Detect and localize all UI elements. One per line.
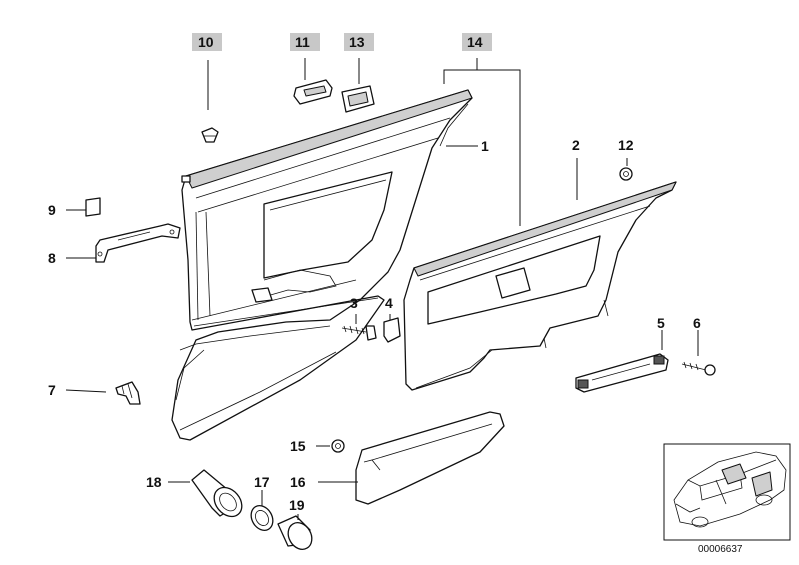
label-16: 16 — [290, 474, 306, 490]
label-14: 14 — [467, 34, 483, 50]
label-9: 9 — [48, 202, 56, 218]
label-11-highlight — [290, 33, 320, 51]
door-trim-panel[interactable] — [171, 89, 473, 441]
bracket-8[interactable] — [95, 223, 181, 263]
sleeve-18[interactable] — [191, 469, 247, 522]
label-2: 2 — [572, 137, 580, 153]
leader-lines — [65, 58, 699, 520]
vehicle-thumbnail — [663, 443, 791, 541]
cap-19[interactable] — [277, 515, 317, 554]
label-3: 3 — [350, 295, 358, 311]
label-14-highlight — [462, 33, 492, 51]
armrest-16[interactable] — [355, 411, 505, 505]
screw-3[interactable] — [341, 325, 377, 341]
rivet-7[interactable] — [115, 381, 141, 405]
label-17: 17 — [254, 474, 270, 490]
car-sketch-icon — [673, 451, 787, 528]
label-13-highlight — [344, 33, 374, 51]
cover-13[interactable] — [341, 85, 375, 113]
label-8: 8 — [48, 250, 56, 266]
label-12: 12 — [618, 137, 634, 153]
cap-9[interactable] — [85, 197, 101, 217]
label-1: 1 — [481, 138, 489, 154]
nut-15[interactable] — [331, 439, 345, 453]
label-18: 18 — [146, 474, 162, 490]
screw-6[interactable] — [681, 361, 716, 376]
nut-12[interactable] — [619, 167, 633, 181]
label-11: 11 — [295, 34, 310, 50]
label-7: 7 — [48, 382, 56, 398]
label-5: 5 — [657, 315, 665, 331]
ring-17[interactable] — [247, 502, 277, 535]
label-15: 15 — [290, 438, 306, 454]
label-4: 4 — [385, 295, 393, 311]
clip-10[interactable] — [201, 127, 219, 143]
label-13: 13 — [349, 34, 365, 50]
diagram-id: 00006637 — [698, 544, 743, 555]
label-10: 10 — [198, 34, 214, 50]
pull-handle-5[interactable] — [575, 353, 669, 393]
label-10-highlight — [192, 33, 222, 51]
cover-cap-4[interactable] — [383, 317, 401, 343]
label-6: 6 — [693, 315, 701, 331]
label-19: 19 — [289, 497, 305, 513]
handle-insert-11[interactable] — [293, 79, 333, 105]
upper-trim-panel[interactable] — [403, 181, 677, 391]
